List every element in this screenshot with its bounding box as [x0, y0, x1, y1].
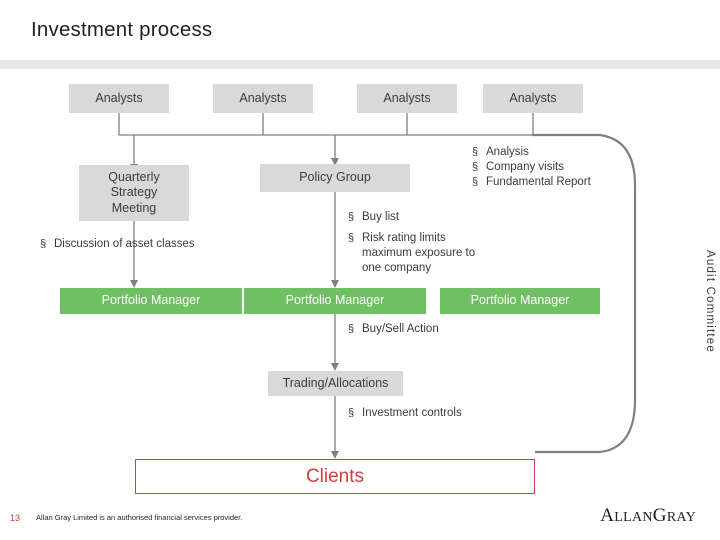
portfolio-manager-box-3[interactable]: Portfolio Manager: [440, 288, 600, 314]
discussion-bullets: § Discussion of asset classes: [40, 237, 270, 252]
quarterly-strategy-meeting-box[interactable]: Quarterly Strategy Meeting: [79, 165, 189, 221]
list-item-label: Discussion of asset classes: [54, 238, 195, 250]
list-item-label: Investment controls: [362, 407, 462, 419]
list-item-label: Risk rating limits maximum exposure to o…: [362, 231, 476, 274]
list-item: § Discussion of asset classes: [40, 237, 270, 252]
logo-part-4: RAY: [666, 510, 696, 525]
bullet-marker: §: [348, 231, 355, 244]
list-item-label: Analysis: [486, 146, 529, 158]
bullet-marker: §: [472, 146, 479, 158]
portfolio-manager-2-label: Portfolio Manager: [285, 293, 385, 308]
buy-sell-bullets: § Buy/Sell Action: [348, 322, 568, 337]
analyst-box-4[interactable]: Analysts: [483, 84, 583, 113]
page-number: 13: [10, 513, 21, 523]
list-item: § Investment controls: [348, 406, 568, 421]
analyst-box-1-label: Analysts: [95, 90, 143, 105]
bullet-marker: §: [472, 175, 479, 188]
list-item-label: Buy list: [362, 211, 400, 223]
list-item: § Risk rating limits maximum exposure to…: [348, 231, 568, 276]
list-item: § Company visits: [472, 160, 672, 175]
title-divider: [0, 60, 720, 69]
policy-group-box[interactable]: Policy Group: [260, 164, 410, 192]
analyst-box-3-label: Analysts: [383, 90, 431, 105]
allan-gray-logo: ALLANGRAY: [600, 505, 696, 527]
analyst-box-2-label: Analysts: [239, 90, 287, 105]
portfolio-manager-3-label: Portfolio Manager: [470, 293, 570, 308]
bullet-marker: §: [348, 323, 355, 335]
analyst-box-1[interactable]: Analysts: [69, 84, 169, 113]
analyst-outputs-bullets: § Analysis § Company visits § Fundamenta…: [472, 145, 672, 190]
list-item: § Buy/Sell Action: [348, 322, 568, 337]
list-item: § Buy list: [348, 210, 568, 225]
logo-part-3: G: [652, 505, 667, 526]
analyst-box-4-label: Analysts: [509, 90, 557, 105]
audit-committee-label: Audit Committee: [704, 250, 716, 354]
portfolio-manager-box-1[interactable]: Portfolio Manager: [60, 288, 242, 314]
trading-allocations-label: Trading/Allocations: [282, 375, 389, 390]
portfolio-manager-box-2[interactable]: Portfolio Manager: [244, 288, 426, 314]
bullet-marker: §: [348, 211, 355, 223]
policy-outputs-bullets: § Buy list § Risk rating limits maximum …: [348, 210, 568, 276]
list-item-label: Company visits: [486, 160, 564, 173]
logo-part-2: LLAN: [614, 510, 653, 525]
list-item-label: Buy/Sell Action: [362, 323, 439, 335]
bullet-marker: §: [348, 407, 355, 419]
analyst-box-2[interactable]: Analysts: [213, 84, 313, 113]
analyst-box-3[interactable]: Analysts: [357, 84, 457, 113]
list-item-label: Fundamental Report: [486, 175, 591, 188]
trading-allocations-box[interactable]: Trading/Allocations: [268, 371, 403, 396]
clients-box[interactable]: Clients: [135, 459, 535, 494]
logo-part-1: A: [600, 505, 615, 526]
policy-group-label: Policy Group: [299, 170, 371, 185]
bullet-marker: §: [472, 160, 479, 173]
investment-controls-bullets: § Investment controls: [348, 406, 568, 421]
footer-disclaimer: Allan Gray Limited is an authorised fina…: [36, 513, 243, 522]
list-item: § Fundamental Report: [472, 175, 672, 190]
page-title: Investment process: [31, 18, 213, 41]
portfolio-manager-1-label: Portfolio Manager: [101, 293, 201, 308]
quarterly-strategy-meeting-label: Quarterly Strategy Meeting: [108, 169, 160, 215]
bullet-marker: §: [40, 238, 47, 250]
clients-label: Clients: [305, 465, 365, 487]
list-item: § Analysis: [472, 145, 672, 160]
